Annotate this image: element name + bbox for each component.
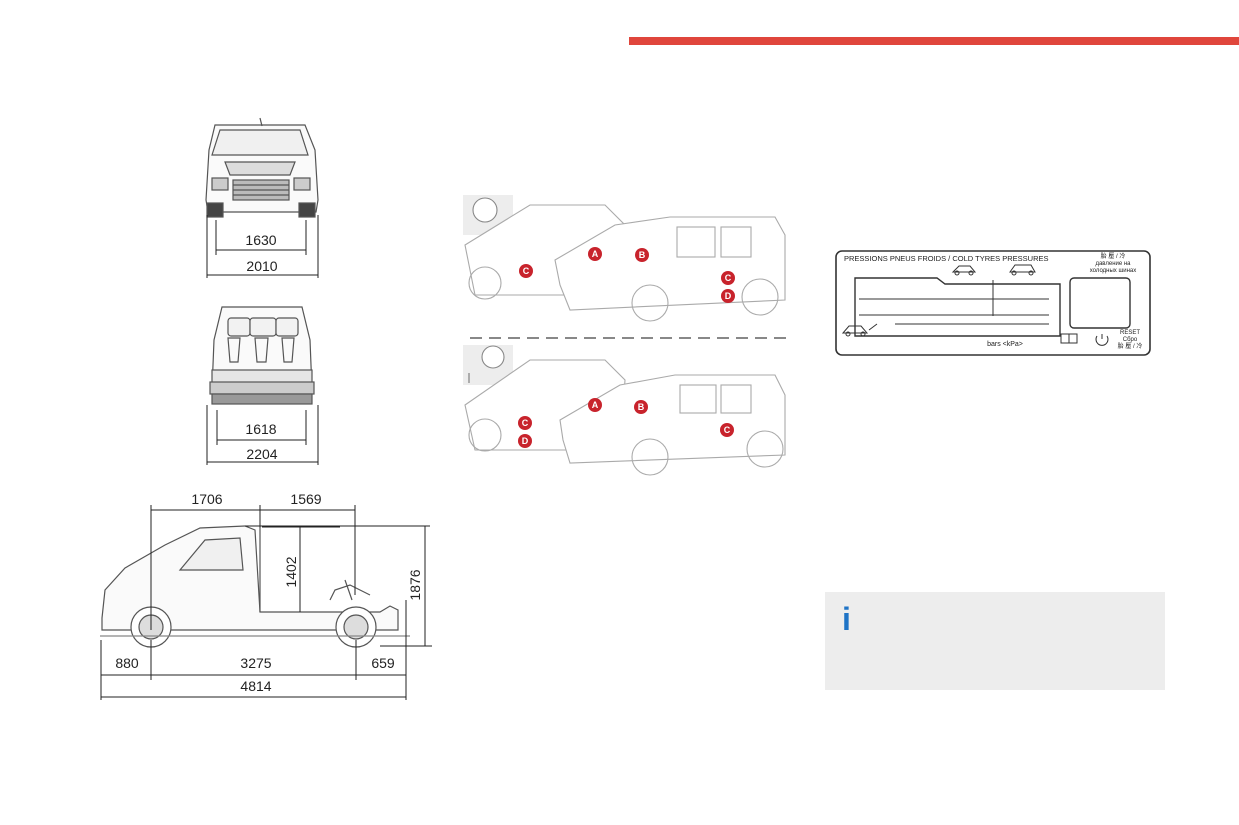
cab-length-label: 1706 [191, 491, 222, 507]
overall-height-label: 1876 [407, 569, 423, 600]
location-markers-top [519, 247, 735, 303]
marker-c-bottom-2: C [724, 425, 731, 435]
info-box: i [825, 592, 1165, 690]
platform-height-label: 1402 [283, 556, 299, 587]
rear-view-dimensions [206, 405, 319, 465]
marker-c-top-2: C [725, 273, 732, 283]
side-view-dimensions [100, 505, 432, 700]
location-panel-bottom [463, 345, 786, 476]
tyre-pressure-label: PRESSIONS PNEUS FROIDS / COLD TYRES PRES… [835, 250, 1151, 356]
car-icon [951, 265, 977, 276]
vehicle-dimensions-drawing: 1630 2010 1618 2204 [100, 117, 432, 700]
tyre-label-multilang-3: холодных шинах [1090, 268, 1137, 274]
units-label: bars <kPa> [987, 341, 1023, 348]
marker-d-top: D [725, 291, 732, 301]
info-icon: i [842, 601, 851, 637]
header-accent-bar [629, 37, 1239, 45]
rear-overhang-label: 659 [371, 655, 395, 671]
marker-c-bottom-1: C [522, 418, 529, 428]
rear-track-width-label: 1618 [245, 421, 276, 437]
reset-label-3: 胎 壓 / 冷 [1118, 342, 1143, 350]
tyre-warning-icon [1095, 334, 1109, 346]
label-location-diagram: A B C C D A B C D C [463, 195, 790, 476]
marker-d-bottom: D [522, 436, 529, 446]
platform-length-label: 1569 [290, 491, 321, 507]
front-overhang-label: 880 [115, 655, 139, 671]
pressure-table [854, 277, 1061, 337]
tow-car-icon [841, 323, 878, 337]
loaded-car-icon [1009, 264, 1036, 276]
rear-overall-width-label: 2204 [246, 446, 277, 462]
tyre-label-multilang-2: давление на [1095, 261, 1131, 267]
front-view-illustration [205, 117, 319, 218]
marker-c-top-1: C [523, 266, 530, 276]
marker-a-top: A [592, 249, 599, 259]
front-overall-width-label: 2010 [246, 258, 277, 274]
reset-label-2: Сбро [1123, 337, 1138, 343]
marker-a-bottom: A [592, 400, 599, 410]
reset-box [1069, 277, 1131, 329]
reset-label-1: RESET [1120, 330, 1140, 336]
location-markers-bottom [518, 398, 734, 448]
front-view-dimensions [206, 215, 319, 278]
tyre-label-title: PRESSIONS PNEUS FROIDS / COLD TYRES PRES… [844, 254, 1049, 263]
wheelbase-label: 3275 [240, 655, 271, 671]
overall-length-label: 4814 [240, 678, 271, 694]
marker-b-top: B [639, 250, 646, 260]
marker-b-bottom: B [638, 402, 645, 412]
front-track-width-label: 1630 [245, 232, 276, 248]
tyre-label-multilang-1: 胎 壓 / 冷 [1101, 252, 1126, 260]
manual-book-icon [1060, 333, 1078, 344]
rear-view-illustration [209, 306, 315, 405]
location-panel-top [463, 195, 786, 322]
side-view-illustration [100, 525, 410, 648]
